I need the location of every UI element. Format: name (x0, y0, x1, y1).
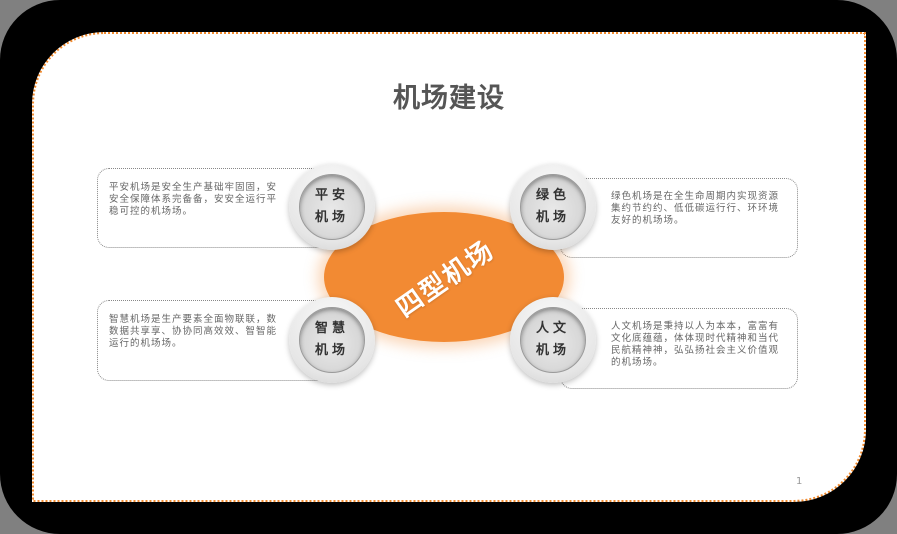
circle-green: 绿色 机场 (510, 164, 596, 250)
circle-safe-inner: 平安 机场 (299, 174, 365, 240)
circle-smart-line2: 机场 (314, 343, 349, 358)
circle-safe-line2: 机场 (314, 210, 349, 225)
circle-smart: 智慧 机场 (289, 297, 375, 383)
circle-smart-line1: 智慧 (314, 321, 349, 336)
circle-safe: 平安 机场 (289, 164, 375, 250)
circle-humanistic-line2: 机场 (535, 343, 570, 358)
circle-green-inner: 绿色 机场 (520, 174, 586, 240)
circle-smart-inner: 智慧 机场 (299, 307, 365, 373)
desc-text-smart: 智慧机场是生产要素全面物联联，数数据共享享、协协同高效效、智智能运行的机场场。 (109, 314, 278, 349)
slide: 机场建设 平安机场是安全生产基础牢固固，安安全保障体系完备备，安安全运行平稳可控… (32, 32, 866, 502)
circle-safe-line1: 平安 (314, 188, 349, 203)
circle-green-line1: 绿色 (535, 188, 570, 203)
desc-box-green: 绿色机场是在全生命周期内实现资源集约节约约、低低碳运行行、环环境友好的机场场。 (560, 178, 798, 258)
circle-humanistic-line1: 人文 (535, 321, 570, 336)
circle-green-line2: 机场 (535, 210, 570, 225)
circle-humanistic-inner: 人文 机场 (520, 307, 586, 373)
desc-text-green: 绿色机场是在全生命周期内实现资源集约节约约、低低碳运行行、环环境友好的机场场。 (611, 191, 780, 226)
page-number: 1 (796, 476, 803, 487)
desc-text-safe: 平安机场是安全生产基础牢固固，安安全保障体系完备备，安安全运行平稳可控的机场场。 (109, 182, 278, 217)
desc-text-humanistic: 人文机场是秉持以人为本本，富富有文化底蕴蕴，体体现时代精神和当代民航精神神，弘弘… (611, 321, 780, 368)
slide-title: 机场建设 (393, 83, 505, 114)
desc-box-humanistic: 人文机场是秉持以人为本本，富富有文化底蕴蕴，体体现时代精神和当代民航精神神，弘弘… (560, 308, 798, 389)
circle-humanistic: 人文 机场 (510, 297, 596, 383)
desc-box-smart: 智慧机场是生产要素全面物联联，数数据共享享、协协同高效效、智智能运行的机场场。 (97, 300, 333, 381)
